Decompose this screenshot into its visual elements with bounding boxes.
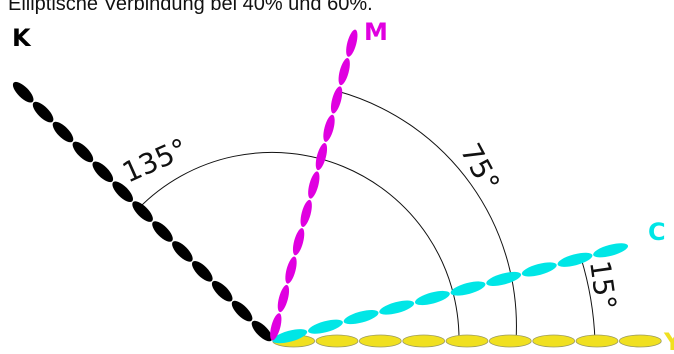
label-y: Y (663, 328, 674, 354)
screen-dot-m (330, 86, 343, 114)
screen-dot-m (346, 29, 358, 57)
screen-dot-k (251, 320, 273, 342)
screen-dot-c (486, 271, 522, 286)
screen-dot-y (358, 334, 402, 348)
screen-dot-m (300, 199, 312, 227)
screen-dot-k (112, 181, 134, 203)
screen-dot-c (414, 290, 450, 306)
screen-dot-m (308, 171, 320, 199)
label-k: K (12, 24, 32, 52)
label-c: C (648, 218, 666, 246)
screen-dot-c (343, 310, 379, 325)
screen-line-black (12, 81, 273, 342)
screen-dot-k (172, 241, 193, 262)
screen-dot-c (308, 319, 343, 334)
screen-dot-y (618, 334, 662, 348)
arc-75 (336, 90, 517, 342)
angle-label-15: 15° (583, 258, 623, 312)
screen-dot-y (532, 334, 576, 348)
screen-dot-y (575, 334, 619, 348)
screen-dot-k (152, 221, 173, 242)
screen-dot-k (92, 161, 114, 183)
screen-dot-y (315, 334, 359, 348)
screen-dot-k (12, 81, 34, 103)
label-m: M (364, 18, 388, 46)
screen-dot-m (323, 114, 335, 142)
screen-dot-y (445, 334, 489, 348)
screen-line-cyan (272, 243, 629, 344)
screen-dot-c (272, 329, 308, 344)
screen-dot-k (231, 300, 253, 322)
screen-dot-m (292, 228, 305, 256)
screen-dot-y (402, 334, 446, 348)
screen-dot-y (488, 334, 532, 348)
screen-line-yellow (272, 334, 662, 348)
arc-135 (137, 151, 460, 342)
angle-label-75: 75° (454, 138, 506, 197)
screen-dot-k (191, 260, 213, 282)
screen-dot-k (32, 101, 54, 123)
screen-dot-m (270, 313, 282, 341)
screen-dot-m (338, 58, 350, 86)
screen-dot-k (52, 121, 74, 143)
screen-dot-m (285, 256, 297, 284)
screen-dot-k (72, 141, 94, 163)
screen-dot-c (521, 262, 557, 277)
screen-dot-c (593, 243, 629, 258)
caption-text: Elliptische Verbindung bei 40% und 60%. (8, 0, 373, 15)
screen-line-magenta (270, 29, 358, 341)
screen-dot-c (379, 300, 415, 315)
screen-dot-c (450, 281, 486, 296)
screen-dot-k (211, 280, 233, 302)
screen-dot-c (557, 252, 593, 267)
screen-dot-m (315, 143, 328, 171)
screen-dot-m (277, 284, 290, 313)
angle-label-135: 135° (117, 132, 192, 190)
screen-dot-k (132, 201, 153, 222)
